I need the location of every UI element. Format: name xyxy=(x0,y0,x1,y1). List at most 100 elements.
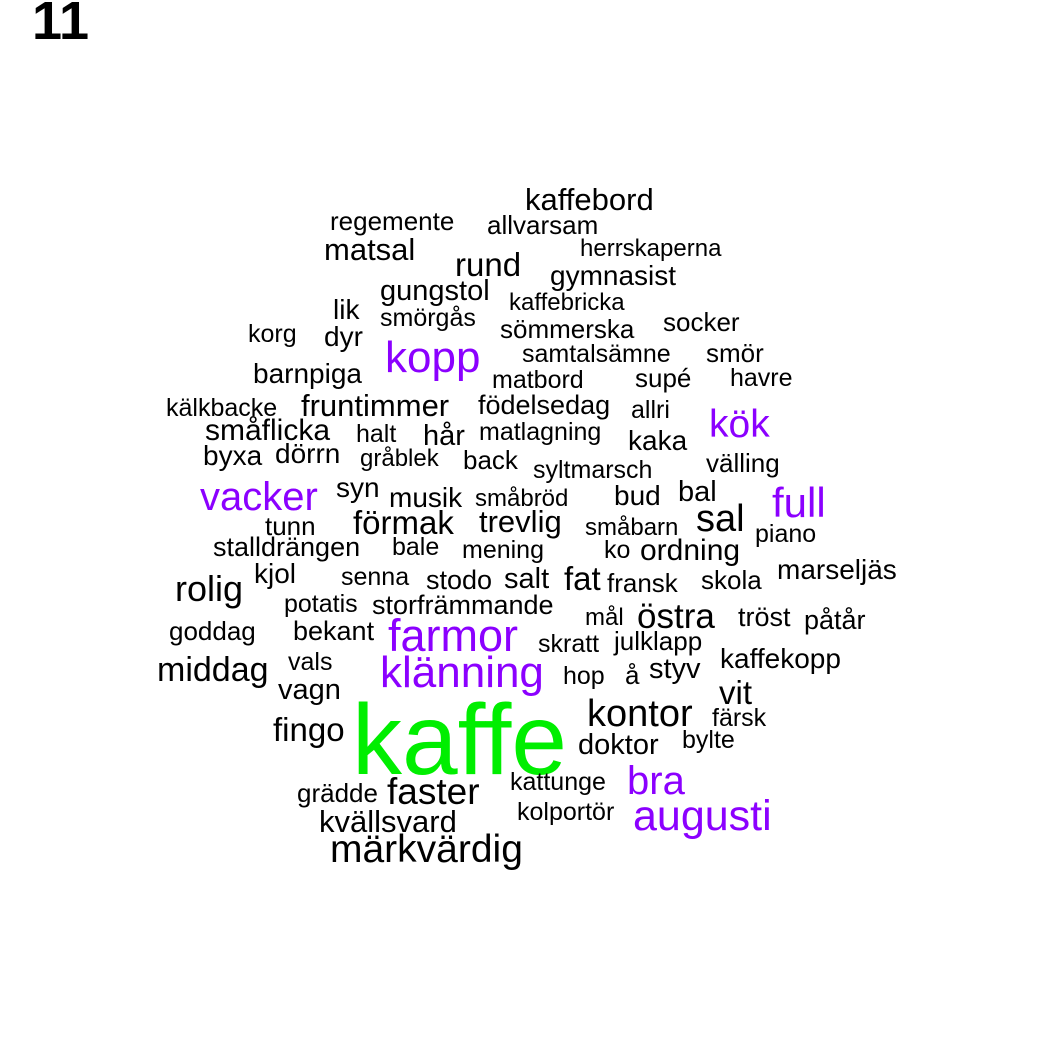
word-styv: styv xyxy=(649,653,701,685)
word-bud: bud xyxy=(614,480,661,511)
word-goddag: goddag xyxy=(169,616,256,646)
word-kattunge: kattunge xyxy=(510,768,606,796)
word-vacker: vacker xyxy=(200,475,318,519)
word-matsal: matsal xyxy=(324,232,416,267)
word-middag: middag xyxy=(157,651,269,689)
word-fingo: fingo xyxy=(273,711,345,748)
word-byxa: byxa xyxy=(203,440,263,471)
word-smorgas: smörgås xyxy=(380,304,476,332)
word-rund: rund xyxy=(455,246,522,283)
word-stalldrangen: stalldrängen xyxy=(213,532,361,562)
word-matlagning: matlagning xyxy=(479,418,602,446)
word-vit: vit xyxy=(719,674,752,711)
word-mening: mening xyxy=(462,536,544,564)
word-formak: förmak xyxy=(353,504,454,541)
word-gymnasist: gymnasist xyxy=(550,260,677,291)
word-bale: bale xyxy=(392,533,440,561)
word-havre: havre xyxy=(730,364,793,392)
word-halt: halt xyxy=(356,420,397,448)
word-kaffe: kaffe xyxy=(352,684,567,796)
word-markvardig: märkvärdig xyxy=(330,828,523,871)
word-storframmande: storfrämmande xyxy=(372,590,554,620)
word-grablek: gråblek xyxy=(360,445,439,472)
word-regemente: regemente xyxy=(330,206,455,236)
word-musik: musik xyxy=(389,482,463,513)
word-sommerska: sömmerska xyxy=(500,314,635,344)
word-bylte: bylte xyxy=(682,726,735,754)
word-kaka: kaka xyxy=(628,425,688,456)
word-faster: faster xyxy=(387,771,480,812)
word-klanning: klänning xyxy=(380,648,544,697)
word-skratt: skratt xyxy=(538,630,600,658)
word-hop: hop xyxy=(563,662,605,690)
word-bal: bal xyxy=(678,476,717,508)
word-back: back xyxy=(463,445,518,475)
word-fruntimmer: fruntimmer xyxy=(301,388,450,423)
word-tunn: tunn xyxy=(265,511,316,541)
word-kontor: kontor xyxy=(587,693,693,735)
word-har: hår xyxy=(423,420,465,452)
word-bra: bra xyxy=(627,759,685,803)
word-socker: socker xyxy=(663,307,740,337)
word-julklapp: julklapp xyxy=(614,626,703,656)
word-rolig: rolig xyxy=(175,568,244,609)
word-syn: syn xyxy=(336,472,380,503)
word-bekant: bekant xyxy=(293,616,375,646)
word-smaflicka: småflicka xyxy=(205,414,331,447)
word-augusti: augusti xyxy=(633,792,772,840)
word-supe: supé xyxy=(635,363,692,393)
word-kaffebord: kaffebord xyxy=(525,182,654,217)
word-mal: mål xyxy=(585,604,624,631)
word-kok: kök xyxy=(709,403,770,446)
word-sal: sal xyxy=(696,498,745,540)
word-patar: påtår xyxy=(804,605,866,635)
word-lik: lik xyxy=(333,294,360,325)
word-senna: senna xyxy=(341,563,410,591)
word-kaffekopp: kaffekopp xyxy=(720,643,841,674)
word-gradde: grädde xyxy=(297,778,378,808)
word-stodo: stodo xyxy=(426,565,493,595)
word-trevlig: trevlig xyxy=(479,504,562,539)
word-kvallsvard: kvällsvard xyxy=(319,804,457,839)
word-salt: salt xyxy=(504,563,550,595)
word-trost: tröst xyxy=(738,602,791,632)
word-dorrn: dörrn xyxy=(275,438,341,469)
word-fat: fat xyxy=(564,560,601,597)
word-kaffebricka: kaffebricka xyxy=(509,289,625,316)
word-kalkbacke: kälkbacke xyxy=(166,394,278,422)
word-matbord: matbord xyxy=(492,366,584,394)
word-skola: skola xyxy=(701,565,762,595)
word-potatis: potatis xyxy=(284,590,358,618)
word-fodelsedag: födelsedag xyxy=(478,390,611,420)
word-korg: korg xyxy=(248,320,297,348)
word-allvarsam: allvarsam xyxy=(487,210,599,240)
word-farmor: farmor xyxy=(388,610,519,661)
word-kopp: kopp xyxy=(385,333,481,382)
word-syltmarsch: syltmarsch xyxy=(533,456,653,484)
word-smor: smör xyxy=(706,338,764,368)
word-valling: välling xyxy=(706,448,780,478)
word-full: full xyxy=(772,479,826,526)
word-kolportor: kolportör xyxy=(517,798,615,826)
word-fransk: fransk xyxy=(607,568,678,598)
word-smabrod: småbröd xyxy=(475,485,569,512)
word-smabarn: småbarn xyxy=(585,514,679,541)
word-farsk: färsk xyxy=(712,704,767,732)
word-dyr: dyr xyxy=(324,321,363,352)
word-barnpiga: barnpiga xyxy=(253,358,362,389)
word-a: å xyxy=(625,660,640,690)
word-doktor: doktor xyxy=(578,729,659,761)
word-samtalsamne: samtalsämne xyxy=(522,340,671,368)
word-ostra: östra xyxy=(637,597,715,636)
word-vagn: vagn xyxy=(278,674,341,706)
panel-label: 11 xyxy=(32,0,90,51)
word-piano: piano xyxy=(755,520,817,548)
word-ordning: ordning xyxy=(640,534,741,567)
word-vals: vals xyxy=(288,648,333,676)
word-ko: ko xyxy=(604,536,631,564)
word-kjol: kjol xyxy=(254,558,297,589)
word-marseljas: marseljäs xyxy=(777,554,897,585)
word-gungstol: gungstol xyxy=(380,275,490,307)
word-allri: allri xyxy=(631,396,670,424)
